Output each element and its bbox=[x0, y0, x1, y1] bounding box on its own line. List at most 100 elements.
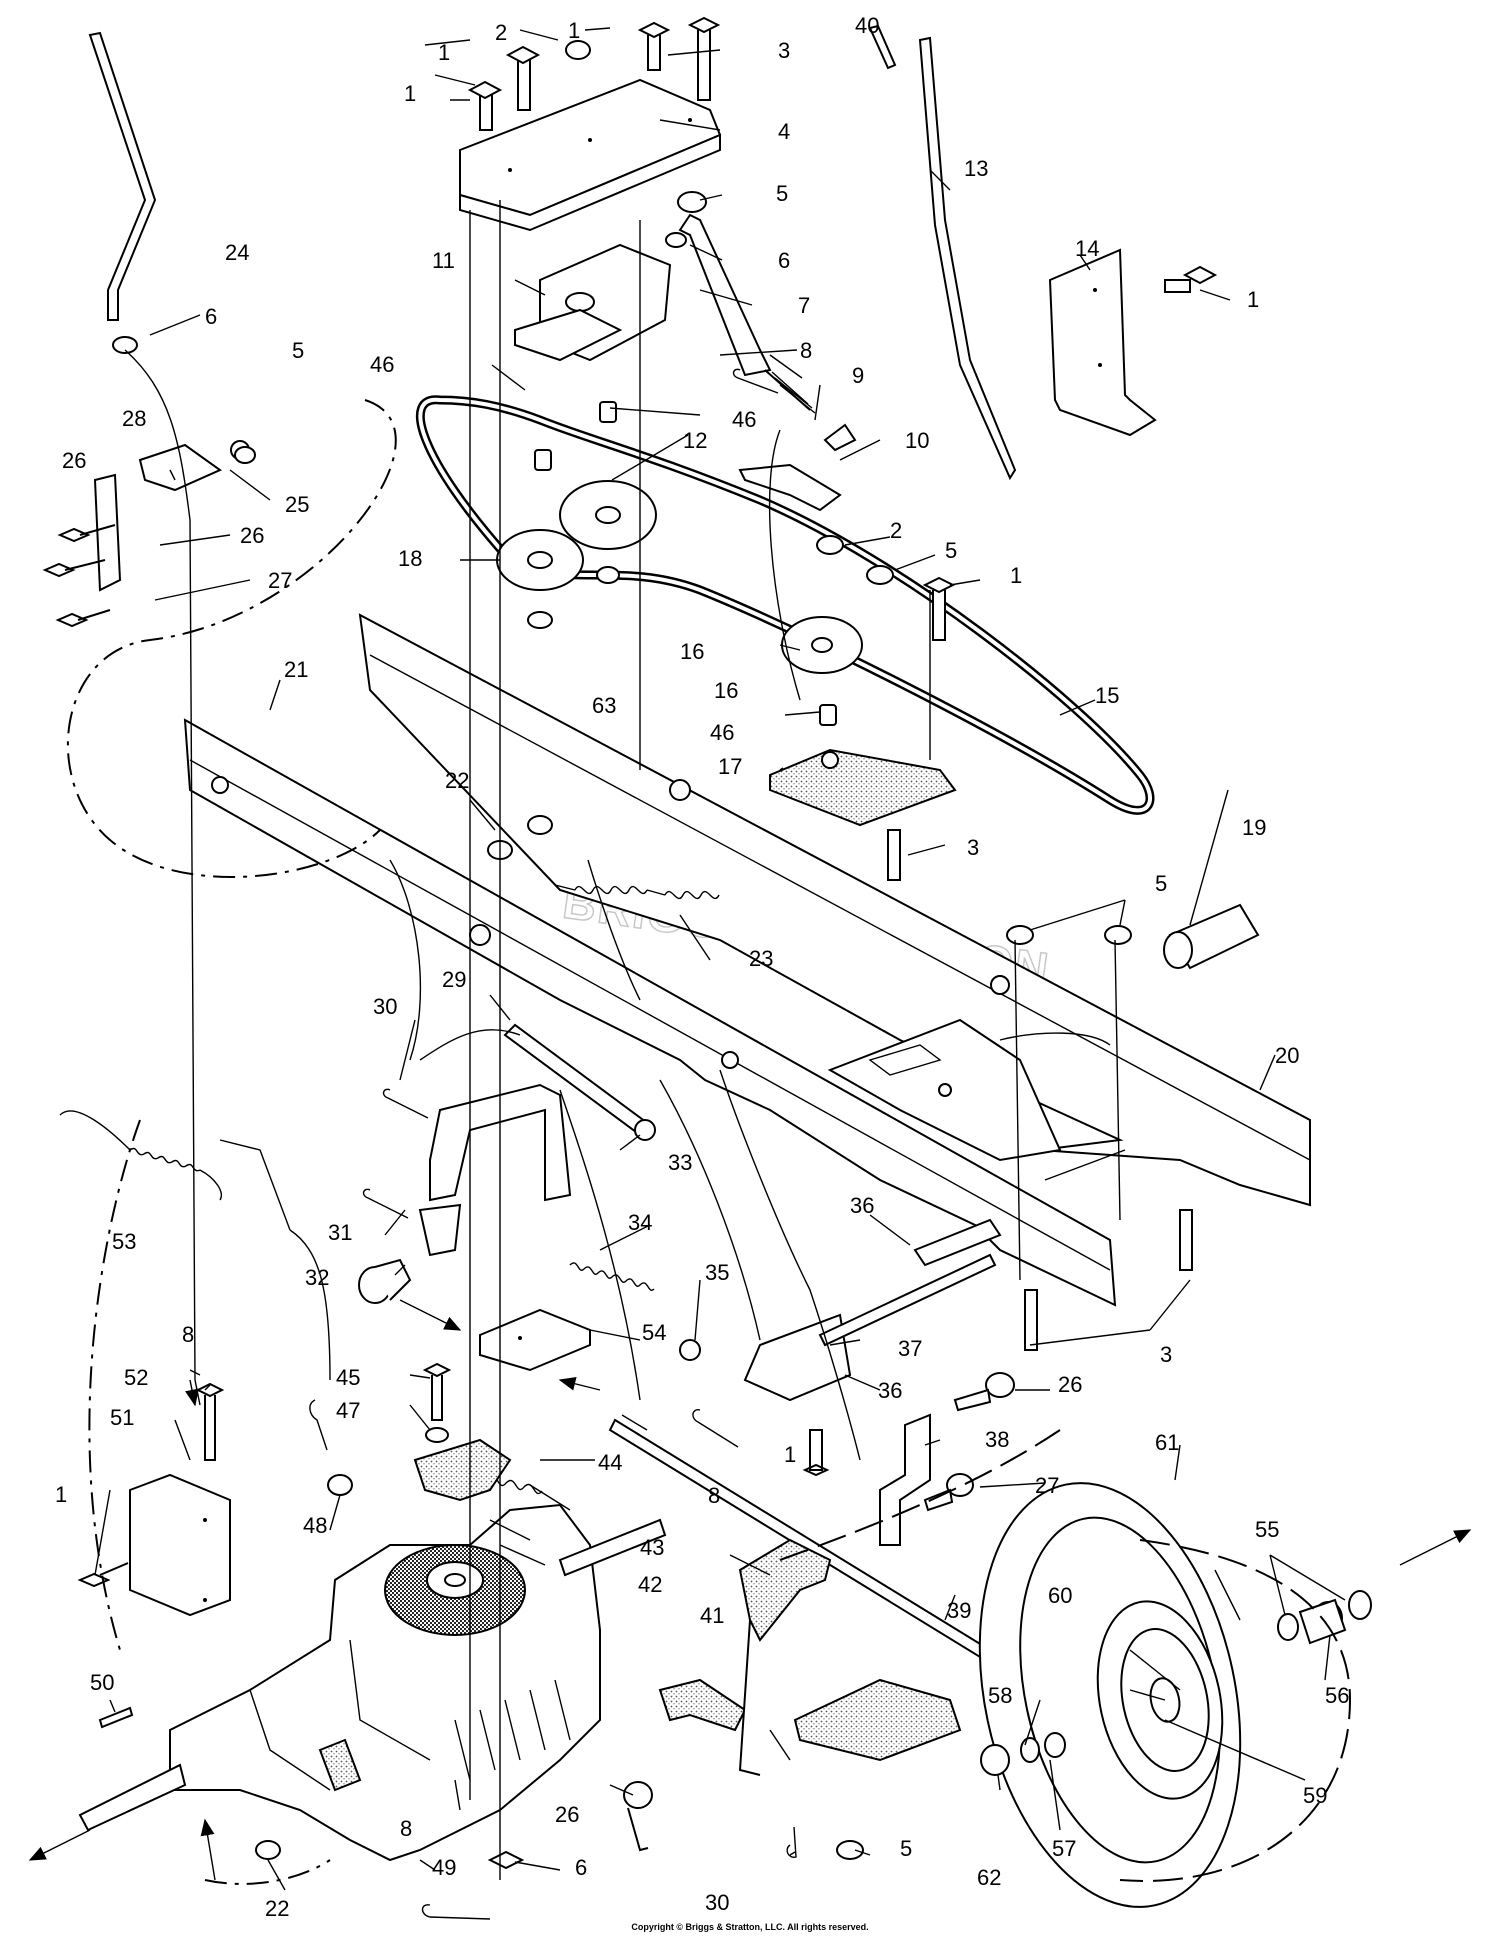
callout-51: 51 bbox=[110, 1405, 134, 1430]
callout-8: 8 bbox=[400, 1816, 412, 1841]
callout-54: 54 bbox=[642, 1320, 666, 1345]
callout-8: 8 bbox=[182, 1322, 194, 1347]
callout-6: 6 bbox=[778, 248, 790, 273]
callout-3: 3 bbox=[967, 835, 979, 860]
callout-35: 35 bbox=[705, 1260, 729, 1285]
callout-20: 20 bbox=[1275, 1043, 1299, 1068]
bracket-14 bbox=[1048, 248, 1157, 437]
callout-41: 41 bbox=[700, 1603, 724, 1628]
plate-43 bbox=[413, 1438, 512, 1502]
callout-28: 28 bbox=[122, 406, 146, 431]
callout-14: 14 bbox=[1075, 236, 1099, 261]
callout-5: 5 bbox=[900, 1836, 912, 1861]
bracket-54 bbox=[479, 1308, 591, 1372]
callout-37: 37 bbox=[898, 1336, 922, 1361]
callout-27: 27 bbox=[1035, 1473, 1059, 1498]
callout-1: 1 bbox=[1010, 563, 1022, 588]
callout-43: 43 bbox=[640, 1535, 664, 1560]
callout-2: 2 bbox=[495, 20, 507, 45]
callout-36: 36 bbox=[850, 1193, 874, 1218]
callout-59: 59 bbox=[1303, 1783, 1327, 1808]
callout-30: 30 bbox=[705, 1890, 729, 1915]
callout-1: 1 bbox=[438, 40, 450, 65]
callout-15: 15 bbox=[1095, 683, 1119, 708]
callout-45: 45 bbox=[336, 1365, 360, 1390]
lever-24 bbox=[88, 31, 157, 321]
callout-46: 46 bbox=[370, 352, 394, 377]
pedal-41 bbox=[658, 1538, 962, 1776]
callout-1: 1 bbox=[404, 81, 416, 106]
callout-5: 5 bbox=[776, 181, 788, 206]
callout-16: 16 bbox=[680, 639, 704, 664]
callout-49: 49 bbox=[432, 1855, 456, 1880]
pivot-bracket-11 bbox=[514, 243, 672, 362]
callout-17: 17 bbox=[718, 754, 742, 779]
hardware bbox=[42, 16, 1218, 1920]
callout-34: 34 bbox=[628, 1210, 652, 1235]
springs-23 bbox=[554, 884, 720, 900]
shift-linkage-33 bbox=[418, 1023, 656, 1257]
callout-7: 7 bbox=[798, 293, 810, 318]
callout-38: 38 bbox=[985, 1427, 1009, 1452]
callout-2: 2 bbox=[890, 518, 902, 543]
callout-23: 23 bbox=[749, 946, 773, 971]
idler-pulley-16 bbox=[781, 616, 863, 674]
callout-1: 1 bbox=[1247, 287, 1259, 312]
idler-pulley-18 bbox=[496, 529, 584, 591]
copyright-notice: Copyright © Briggs & Stratton, LLC. All … bbox=[631, 1922, 869, 1932]
callout-63: 63 bbox=[592, 693, 616, 718]
arm-rod-7 bbox=[678, 213, 816, 414]
callout-30: 30 bbox=[373, 994, 397, 1019]
callout-1: 1 bbox=[568, 18, 580, 43]
shaft-bracket-36 bbox=[743, 1218, 1002, 1402]
callout-1: 1 bbox=[784, 1442, 796, 1467]
callout-53: 53 bbox=[112, 1229, 136, 1254]
callout-60: 60 bbox=[1048, 1583, 1072, 1608]
callout-55: 55 bbox=[1255, 1517, 1279, 1542]
callout-1: 1 bbox=[55, 1482, 67, 1507]
callout-47: 47 bbox=[336, 1398, 360, 1423]
callout-24: 24 bbox=[225, 240, 249, 265]
callout-46: 46 bbox=[710, 720, 734, 745]
callout-50: 50 bbox=[90, 1670, 114, 1695]
callout-58: 58 bbox=[988, 1683, 1012, 1708]
lift-rod-13 bbox=[918, 36, 1017, 481]
callout-62: 62 bbox=[977, 1865, 1001, 1890]
callout-56: 56 bbox=[1325, 1683, 1349, 1708]
callout-21: 21 bbox=[284, 657, 308, 682]
idler-bracket-17 bbox=[769, 748, 957, 827]
knob-32 bbox=[358, 1258, 412, 1304]
callout-18: 18 bbox=[398, 546, 422, 571]
callout-4: 4 bbox=[778, 119, 790, 144]
callout-31: 31 bbox=[328, 1220, 352, 1245]
idler-pulley-12 bbox=[559, 480, 657, 550]
callout-26: 26 bbox=[1058, 1372, 1082, 1397]
spring-53 bbox=[59, 1110, 222, 1201]
frame-rail-front-21 bbox=[183, 718, 1117, 1307]
callout-40: 40 bbox=[855, 13, 879, 38]
callout-32: 32 bbox=[305, 1265, 329, 1290]
callout-labels: 1 1 2 1 3 4 5 6 7 8 9 10 11 12 13 14 1 4… bbox=[55, 13, 1349, 1921]
callout-39: 39 bbox=[947, 1598, 971, 1623]
callout-3: 3 bbox=[1160, 1342, 1172, 1367]
callout-27: 27 bbox=[268, 568, 292, 593]
callout-61: 61 bbox=[1155, 1430, 1179, 1455]
callout-25: 25 bbox=[285, 492, 309, 517]
callout-8: 8 bbox=[800, 338, 812, 363]
frame-rail-rear-20 bbox=[358, 613, 1311, 1207]
callout-29: 29 bbox=[442, 967, 466, 992]
callout-8: 8 bbox=[708, 1483, 720, 1508]
transaxle-assembly bbox=[78, 1503, 667, 1862]
rod-39 bbox=[608, 1414, 992, 1662]
frame-cross-plate bbox=[827, 1018, 1062, 1162]
callout-57: 57 bbox=[1052, 1836, 1076, 1861]
callout-36: 36 bbox=[878, 1378, 902, 1403]
callout-11: 11 bbox=[432, 248, 455, 273]
bracket-38 bbox=[879, 1413, 931, 1546]
spring-34 bbox=[569, 1262, 655, 1291]
wheel-bushings-55-56 bbox=[1277, 1590, 1372, 1645]
callout-33: 33 bbox=[668, 1150, 692, 1175]
callout-6: 6 bbox=[575, 1855, 587, 1880]
callout-3: 3 bbox=[778, 38, 790, 63]
